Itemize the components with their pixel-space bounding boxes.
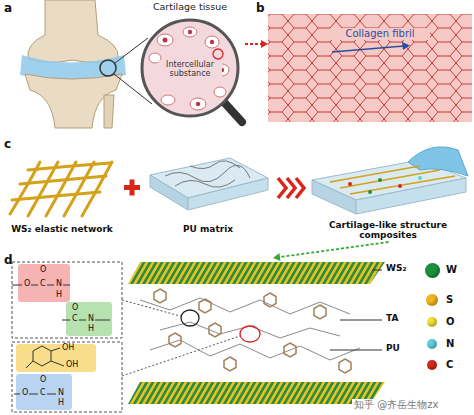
magnifier-node: Cartilage tissueIntercellular substance (136, 0, 245, 124)
tissue-label: Intercellular substance (158, 60, 222, 78)
network-node: WS₂ elastic network (4, 156, 121, 240)
arrowhead (273, 253, 280, 261)
watermark: 知乎 @齐岳生物zx (352, 399, 440, 410)
composite-block (312, 147, 468, 214)
ws2-network (10, 162, 112, 216)
layered-structure (122, 262, 385, 404)
atom-swatch (427, 360, 437, 370)
heading: Cartilage tissue (136, 2, 244, 13)
component-label: PU matrix (146, 224, 270, 234)
panel-letter: d (4, 254, 13, 267)
collagen-panel-node: Collagen fibril (268, 14, 472, 122)
arrowhead (261, 40, 268, 48)
atom-label: H (58, 399, 64, 408)
atom-swatch (426, 294, 438, 306)
atom-label: O (22, 389, 28, 398)
legend-text: W (446, 264, 457, 276)
magnifier (142, 20, 242, 122)
layer-label: PU (386, 343, 416, 353)
connector-line (279, 242, 389, 257)
atom-label: N (88, 315, 94, 324)
atom-label: O (72, 304, 78, 313)
arrow-chevrons (278, 178, 304, 198)
atom-label: N (56, 280, 62, 289)
collagen-panel (268, 14, 472, 122)
panel-letter: c (4, 138, 11, 151)
chem-boxes (12, 262, 122, 412)
legend-text: N (446, 338, 454, 350)
legend-text: O (446, 316, 455, 328)
atom-label: C (40, 389, 46, 398)
atom-label: N (58, 389, 64, 398)
component-label: WS₂ elastic network (4, 224, 120, 234)
atom-label: OH (66, 361, 78, 370)
component-label: Cartilage-like structure composites (304, 220, 472, 241)
knee-illustration (20, 0, 152, 128)
atom-label: O (24, 280, 30, 289)
atom-swatch (425, 263, 440, 278)
pu-matrix-slab (150, 158, 268, 210)
atom-label: H (56, 291, 62, 300)
matrix-node: PU matrix (146, 156, 271, 240)
atom-label: C (40, 280, 46, 289)
panel-letter: a (4, 2, 12, 15)
fibril-label: Collagen fibril (330, 28, 430, 40)
dotted-arrow (245, 40, 268, 48)
plus-sign (124, 180, 140, 196)
atom-swatch (427, 317, 437, 327)
composite-node: Cartilage-like structure composites (304, 146, 473, 242)
structure-node: WS₂ TA PU (128, 258, 418, 410)
connector-line (245, 43, 262, 45)
panel-letter: b (256, 2, 265, 15)
atom-label: OH (62, 344, 74, 353)
dotted-arrow (273, 242, 389, 261)
atom-label: O (40, 266, 46, 275)
atom-swatch (427, 339, 437, 349)
layer-label: WS₂ (386, 263, 416, 273)
layer-label: TA (386, 313, 416, 323)
atom-label: C (72, 315, 78, 324)
legend-text: S (446, 294, 453, 306)
atom-label: O (40, 376, 46, 385)
legend-text: C (446, 359, 453, 371)
atom-label: H (88, 325, 94, 334)
